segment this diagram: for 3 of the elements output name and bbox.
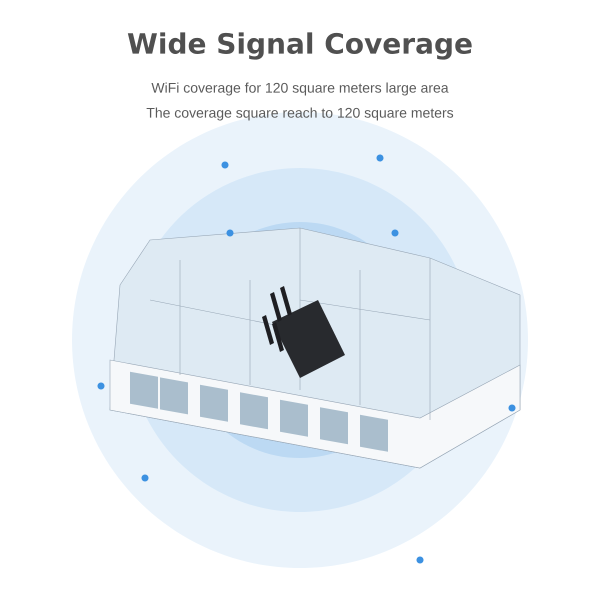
subtitle-line: The coverage square reach to 120 square meters	[146, 107, 454, 121]
subtitle-line: WiFi coverage for 120 square meters large area	[151, 82, 449, 96]
title: Wide Signal Coverage	[128, 32, 472, 60]
